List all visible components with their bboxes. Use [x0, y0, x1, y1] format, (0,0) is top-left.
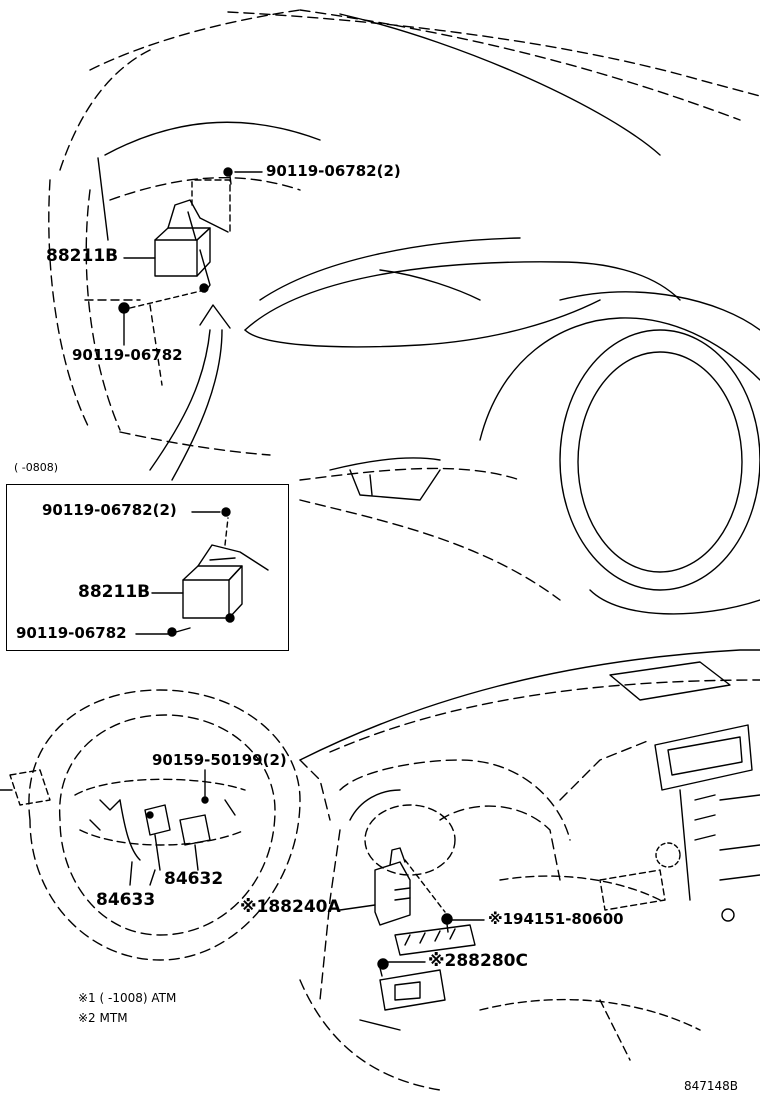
inset-frame	[6, 484, 289, 651]
callout-wheel-screw: 90159-50199(2)	[152, 751, 287, 769]
leader-line	[404, 859, 446, 913]
bolt-icon	[223, 167, 233, 185]
leader-line	[194, 844, 199, 871]
steering-switch	[119, 796, 211, 871]
callout-relay: ※288280C	[428, 951, 528, 971]
leader-line	[339, 904, 376, 911]
figure-id: 847148B	[684, 1079, 739, 1093]
callout-clip: ※194151-80600	[488, 910, 624, 928]
callout-ecu: ※188240A	[240, 897, 341, 917]
car-body-outline	[48, 9, 760, 615]
inset-model-note: ( -0808)	[14, 461, 59, 474]
relay-icon	[377, 958, 389, 977]
ecu-88240A	[374, 847, 411, 926]
callout-inset-module: 88211B	[78, 582, 151, 602]
callout-top-bolt: 90119-06782	[72, 346, 183, 364]
callout-top-bolt-qty: 90119-06782(2)	[266, 162, 401, 180]
callout-switch-84633: 84633	[96, 890, 156, 910]
clip-icon	[441, 913, 453, 933]
leader-line	[129, 861, 133, 886]
dashboard-outline	[299, 649, 760, 1091]
callout-top-module: 88211B	[46, 246, 119, 266]
steering-wheel	[0, 689, 301, 961]
leader-line	[149, 869, 156, 886]
module-88211B-inset	[167, 507, 269, 637]
callout-switch-84632: 84632	[164, 869, 224, 889]
callout-inset-bolt: 90119-06782	[16, 624, 127, 642]
leader-line	[129, 289, 206, 309]
footnote-1: ※1 ( -1008) ATM	[78, 991, 177, 1005]
callout-inset-bolt-qty: 90119-06782(2)	[42, 501, 177, 519]
location-arrow	[149, 304, 231, 481]
footnote-2: ※2 MTM	[78, 1011, 128, 1025]
module-88211B-top	[154, 179, 231, 293]
